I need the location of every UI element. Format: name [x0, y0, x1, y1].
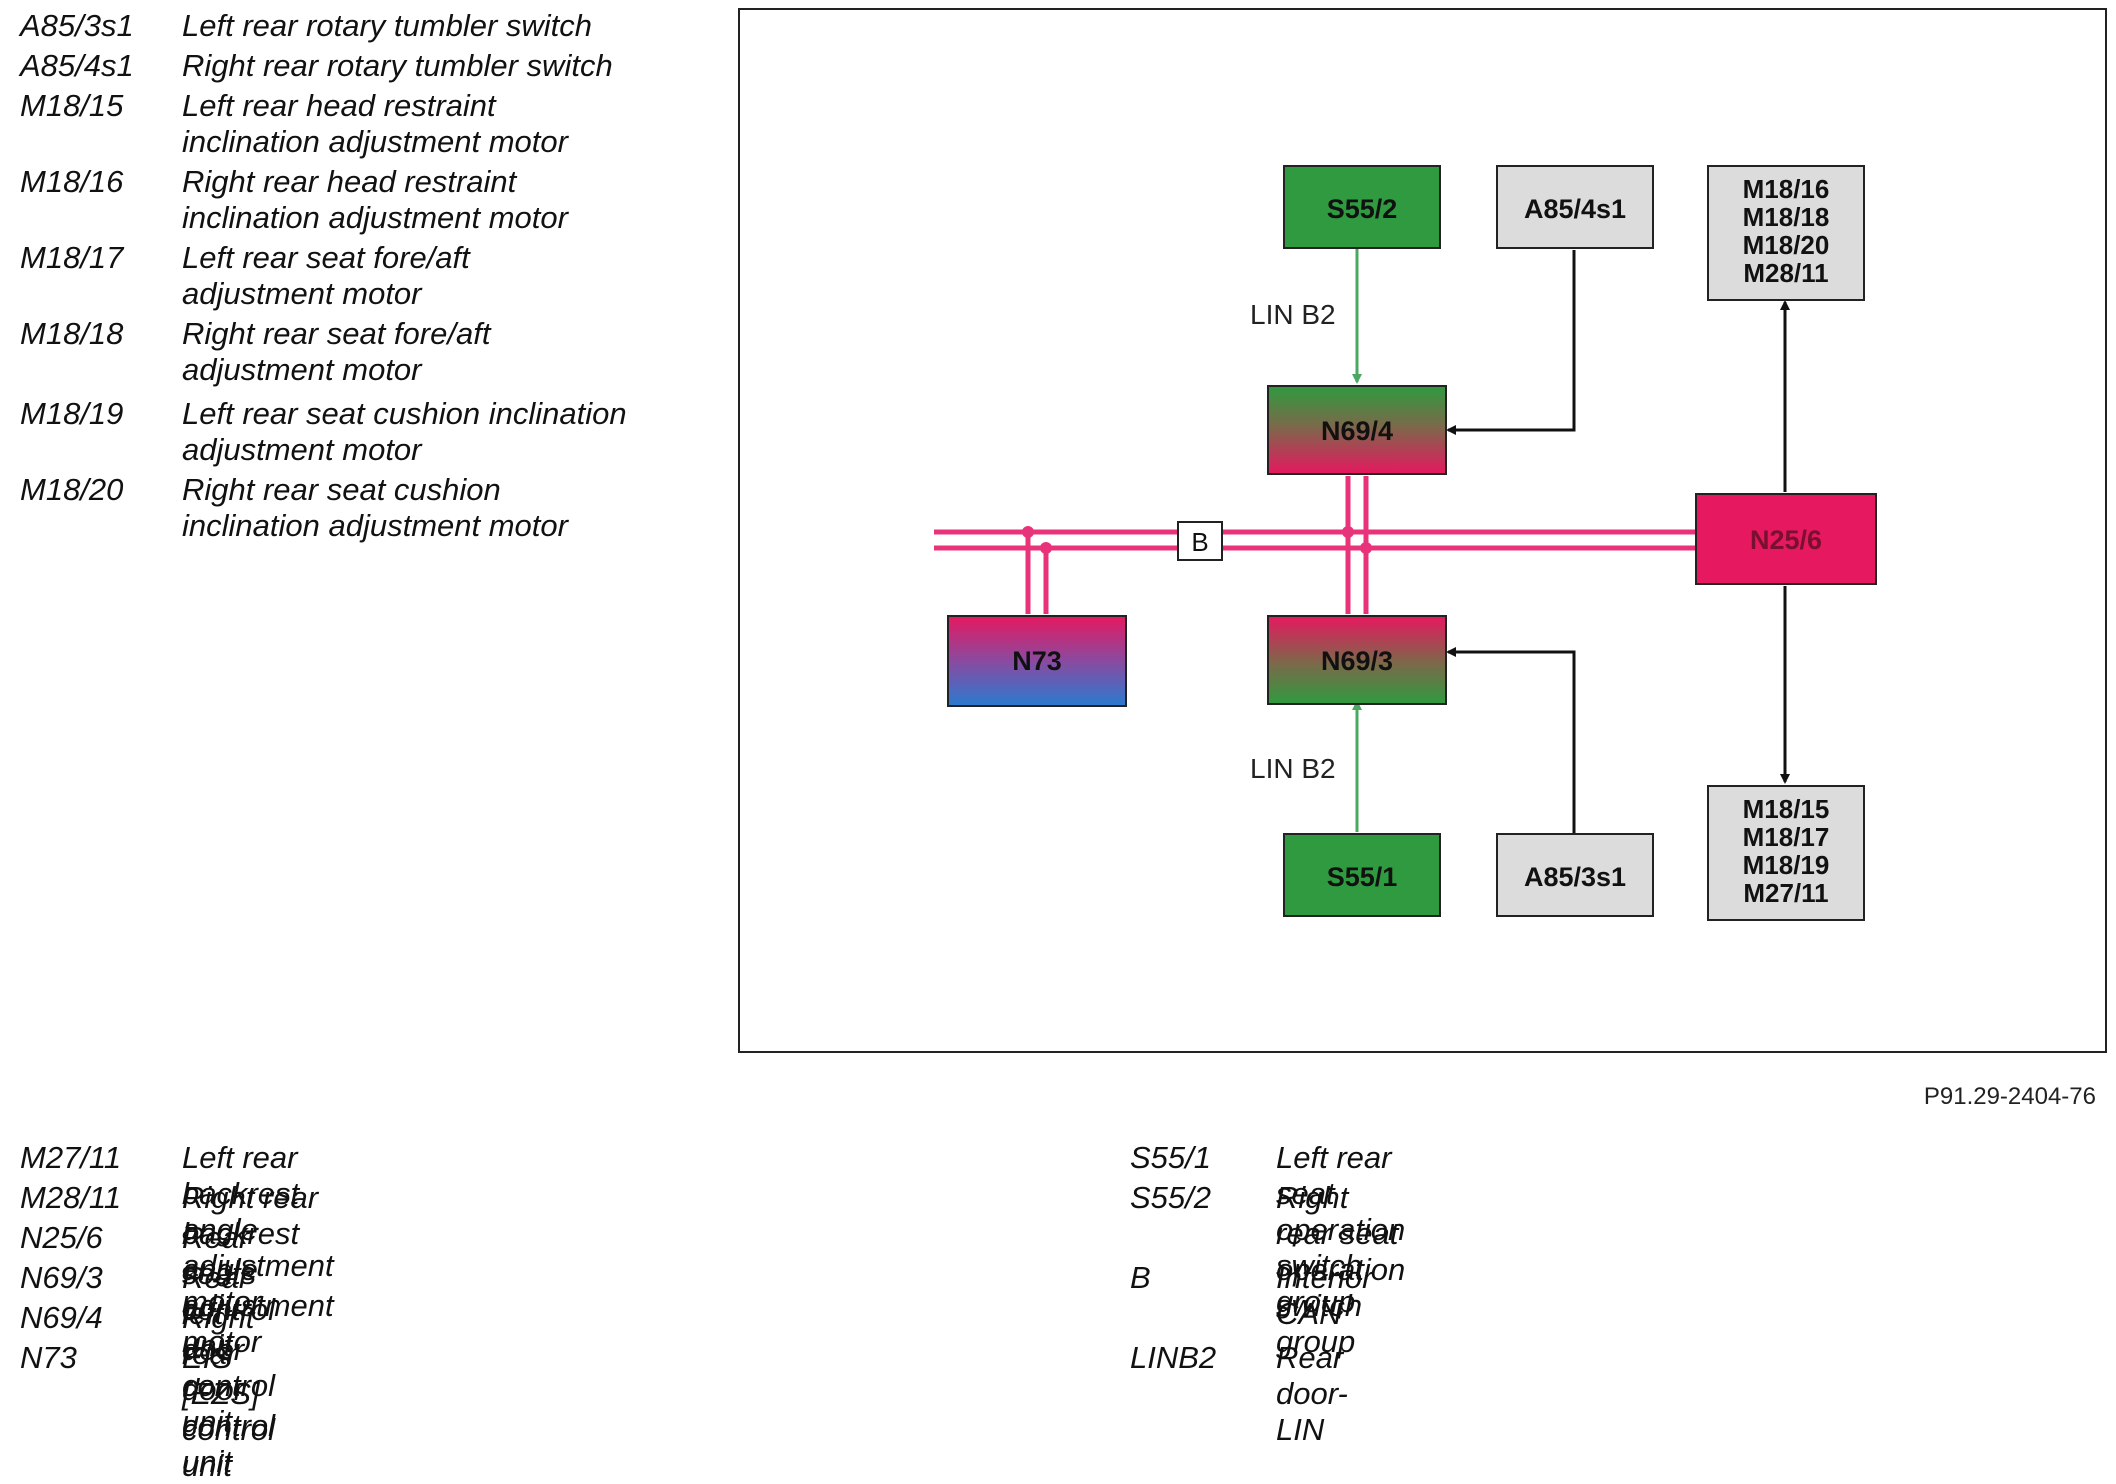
- box-line-m28-11: M28/11: [1743, 258, 1828, 288]
- legend-code: M18/19: [20, 396, 124, 431]
- legend-code: A85/3s1: [20, 8, 134, 43]
- legend-code: M27/11: [20, 1140, 122, 1175]
- box-a85-3s1: A85/3s1: [1496, 833, 1654, 917]
- legend-code: M18/15: [20, 88, 124, 123]
- legend-desc: Right rear backrest angle adjustment mot…: [182, 1180, 334, 1359]
- box-label-n69-4: N69/4: [1321, 416, 1393, 446]
- legend-desc: Left rear seat cushion inclination adjus…: [182, 396, 627, 467]
- box-m-left: M18/15 M18/17 M18/19 M27/11: [1707, 785, 1865, 921]
- junction-dot: [1022, 526, 1034, 538]
- box-line-m18-16: M18/16: [1743, 174, 1830, 204]
- legend-desc: Rear seats control unit: [182, 1220, 276, 1363]
- legend-desc: Left rear rotary tumbler switch: [182, 8, 593, 43]
- legend-desc: Right rear head restraint inclination ad…: [182, 164, 568, 235]
- legend-bottom-left: M27/11 Left rear backrest angle adjustmen…: [20, 1140, 1080, 1483]
- box-n73: N73: [947, 615, 1127, 707]
- box-label-a85-3s1: A85/3s1: [1524, 862, 1626, 892]
- legend-top: A85/3s1 Left rear rotary tumbler switch A…: [20, 8, 720, 568]
- legend-code: M18/17: [20, 240, 124, 275]
- bus-label-b-box: [1177, 521, 1223, 561]
- legend-code: A85/4s1: [20, 48, 134, 83]
- legend-code: M18/18: [20, 316, 124, 351]
- lin-label-top: LIN B2: [1250, 299, 1336, 330]
- box-a85-4s1: A85/4s1: [1496, 165, 1654, 249]
- legend-desc: Left rear seat operation switch group: [1276, 1140, 1406, 1319]
- legend-desc: Right rear seat cushion inclination adju…: [182, 472, 568, 543]
- legend-desc: Left rear head restraint inclination adj…: [182, 88, 568, 159]
- legend-desc: Right rear rotary tumbler switch: [182, 48, 613, 83]
- box-m-right: M18/16 M18/18 M18/20 M28/11: [1707, 165, 1865, 301]
- box-label-s55-1: S55/1: [1327, 862, 1398, 892]
- box-label-n73: N73: [1012, 646, 1062, 676]
- box-line-m18-18: M18/18: [1743, 202, 1830, 232]
- conn-a85-3s1-to-n69-3: [1446, 647, 1576, 834]
- legend-code: N69/3: [20, 1260, 103, 1295]
- junction-dot: [1360, 542, 1372, 554]
- legend-code: S55/1: [1130, 1140, 1212, 1175]
- box-label-a85-4s1: A85/4s1: [1524, 194, 1626, 224]
- legend-code: LINB2: [1130, 1340, 1217, 1375]
- box-line-m18-17: M18/17: [1743, 822, 1830, 852]
- box-label-n25-6: N25/6: [1750, 525, 1822, 555]
- legend-desc: Right rear seat operation switch group: [1276, 1180, 1406, 1359]
- conn-a85-4s1-to-n69-4: [1446, 250, 1576, 435]
- junction-dot: [1040, 542, 1052, 554]
- legend-desc: Rear door-LIN: [1276, 1340, 1348, 1447]
- box-n69-4: N69/4: [1267, 385, 1447, 475]
- block-diagram: B LIN B2 LIN B2 S55/2 A85/4s1 M18/16 M18…: [934, 165, 1877, 921]
- legend-code: B: [1130, 1260, 1151, 1295]
- box-line-m18-15: M18/15: [1743, 794, 1830, 824]
- box-s55-2: S55/2: [1283, 165, 1441, 249]
- junction-dot: [1342, 526, 1354, 538]
- legend-desc: EIS [EZS] control unit: [182, 1340, 276, 1483]
- box-label-n69-3: N69/3: [1321, 646, 1393, 676]
- box-line-m18-20: M18/20: [1743, 230, 1830, 260]
- legend-code: N25/6: [20, 1220, 103, 1255]
- lin-label-bottom: LIN B2: [1250, 753, 1336, 784]
- box-label-s55-2: S55/2: [1327, 194, 1398, 224]
- box-n25-6: N25/6: [1695, 493, 1877, 585]
- diagram-frame: B LIN B2 LIN B2 S55/2 A85/4s1 M18/16 M18…: [738, 8, 2107, 1053]
- legend-desc: Right rear seat fore/aft adjustment moto…: [182, 316, 491, 387]
- legend-code: N73: [20, 1340, 77, 1375]
- legend-desc: Left rear seat fore/aft adjustment motor: [182, 240, 470, 311]
- box-n69-3: N69/3: [1267, 615, 1447, 705]
- legend-code: M28/11: [20, 1180, 122, 1215]
- legend-code: M18/20: [20, 472, 124, 507]
- can-junctions: [1022, 526, 1372, 554]
- legend-code: M18/16: [20, 164, 124, 199]
- legend-code: S55/2: [1130, 1180, 1212, 1215]
- legend-desc: Left rear backrest angle adjustment moto…: [182, 1140, 334, 1319]
- figure-reference: P91.29-2404-76: [1923, 1083, 2096, 1110]
- box-line-m18-19: M18/19: [1743, 850, 1830, 880]
- connections: [1446, 250, 1790, 834]
- bus-label-b: B: [1191, 527, 1208, 557]
- legend-bottom-right: S55/1 Left rear seat operation switch gro…: [1130, 1140, 2030, 1447]
- legend-code: N69/4: [20, 1300, 103, 1335]
- box-line-m27-11: M27/11: [1743, 878, 1828, 908]
- box-s55-1: S55/1: [1283, 833, 1441, 917]
- legend-desc: Interior CAN: [1276, 1260, 1373, 1331]
- can-bus: [934, 476, 1706, 614]
